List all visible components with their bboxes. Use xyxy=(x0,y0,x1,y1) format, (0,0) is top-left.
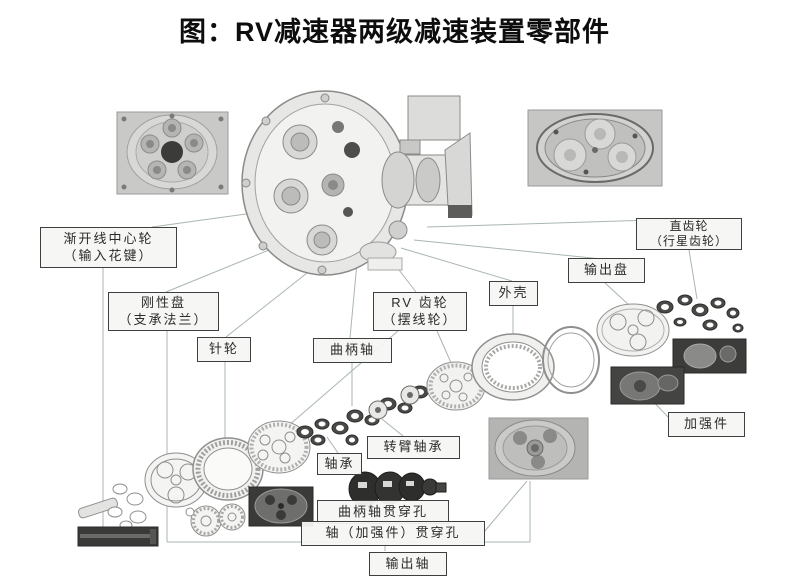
label-text: 外壳 xyxy=(498,285,529,301)
label-pin-gear: 针轮 xyxy=(197,337,251,362)
label-text: 轴（加强件）贯穿孔 xyxy=(325,525,461,541)
label-bearing: 轴承 xyxy=(317,453,362,475)
label-text: （输入花键） xyxy=(63,247,154,263)
label-text: 轴承 xyxy=(324,455,355,471)
label-text: 渐开线中心轮 xyxy=(63,231,154,247)
label-text: 曲柄轴 xyxy=(329,342,375,358)
label-crank-arm-bearing: 转臂轴承 xyxy=(367,436,460,459)
label-text: 输出盘 xyxy=(583,262,629,278)
rv-reducer-cutaway-assembly-drawing xyxy=(241,90,473,276)
label-text: （支承法兰） xyxy=(118,311,209,327)
label-text: 直齿轮 xyxy=(669,219,709,233)
label-rigid-disc: 刚性盘 （支承法兰） xyxy=(108,292,219,331)
label-shaft-reinforcement-through-hole: 轴（加强件）贯穿孔 xyxy=(301,521,485,546)
label-crankshaft: 曲柄轴 xyxy=(313,338,392,363)
label-text: 转臂轴承 xyxy=(383,439,444,455)
label-text: 曲柄轴贯穿孔 xyxy=(337,503,428,519)
label-involute-center-gear: 渐开线中心轮 （输入花键） xyxy=(40,227,177,268)
label-output-shaft: 输出轴 xyxy=(369,552,447,576)
rv-reducer-front-view-photo xyxy=(116,111,229,195)
label-text: 输出轴 xyxy=(385,555,431,571)
label-housing: 外壳 xyxy=(489,281,538,306)
label-output-disc: 输出盘 xyxy=(568,258,645,283)
label-text: （摆线轮） xyxy=(382,311,458,327)
planetary-gears-photo xyxy=(527,109,663,187)
label-crankshaft-through-hole: 曲柄轴贯穿孔 xyxy=(317,500,449,524)
label-text: （行星齿轮） xyxy=(649,234,728,248)
label-text: 刚性盘 xyxy=(140,295,186,311)
label-text: 加强件 xyxy=(683,416,729,432)
figure-title: 图：RV减速器两级减速装置零部件 xyxy=(178,17,611,47)
label-spur-gear: 直齿轮 （行星齿轮） xyxy=(636,218,742,250)
label-text: 针轮 xyxy=(208,341,239,357)
label-rv-gear: RV 齿轮 （摆线轮） xyxy=(373,292,467,331)
label-text: RV 齿轮 xyxy=(391,295,449,311)
label-reinforcement: 加强件 xyxy=(668,412,745,437)
